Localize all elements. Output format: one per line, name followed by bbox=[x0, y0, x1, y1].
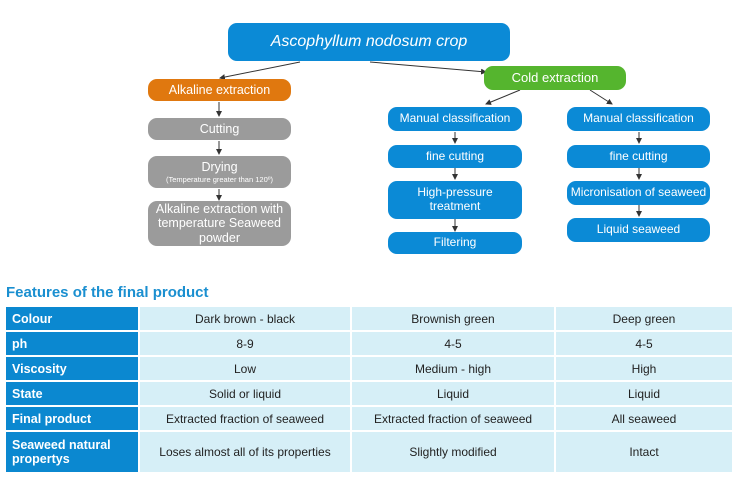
alkaline-title: Alkaline extraction bbox=[168, 82, 271, 97]
table-cell: Slightly modified bbox=[350, 430, 556, 474]
drying-note: (Temperature greater than 120º) bbox=[166, 174, 273, 184]
table-cell: Dark brown - black bbox=[138, 305, 352, 332]
row-header-state: State bbox=[4, 380, 140, 407]
branch-b-step-2: fine cutting bbox=[609, 148, 668, 163]
table-cell: Brownish green bbox=[350, 305, 556, 332]
row-header-final-product: Final product bbox=[4, 405, 140, 432]
branch-b-step-3: Micronisation of seaweed bbox=[570, 185, 707, 200]
table-row: Final product Extracted fraction of seaw… bbox=[4, 405, 734, 432]
features-title: Features of the final product bbox=[6, 284, 209, 301]
table-cell: Solid or liquid bbox=[138, 380, 352, 407]
table-row: Seaweed natural propertys Loses almost a… bbox=[4, 430, 734, 474]
cutting-node: Cutting bbox=[148, 118, 291, 140]
branch-b-fine-cutting: fine cutting bbox=[567, 145, 710, 168]
branch-b-step-1: Manual classification bbox=[583, 111, 694, 126]
table-cell: Extracted fraction of seaweed bbox=[350, 405, 556, 432]
table-cell: High bbox=[554, 355, 734, 382]
row-header-ph: ph bbox=[4, 330, 140, 357]
table-cell: 4-5 bbox=[554, 330, 734, 357]
row-header-colour: Colour bbox=[4, 305, 140, 332]
row-header-natural-properties: Seaweed natural propertys bbox=[4, 430, 140, 474]
branch-b-step-4: Liquid seaweed bbox=[596, 222, 681, 237]
alkaline-powder-node: Alkaline extraction with temperature Sea… bbox=[148, 201, 291, 246]
alkaline-extraction-node: Alkaline extraction bbox=[148, 79, 291, 101]
table-row: ph 8-9 4-5 4-5 bbox=[4, 330, 734, 357]
branch-b-micronisation: Micronisation of seaweed bbox=[567, 181, 710, 205]
table-row: State Solid or liquid Liquid Liquid bbox=[4, 380, 734, 407]
branch-a-step-1: Manual classification bbox=[399, 111, 511, 126]
arrow-cold-to-branch-b bbox=[589, 89, 613, 105]
table-cell: Deep green bbox=[554, 305, 734, 332]
table-cell: Intact bbox=[554, 430, 734, 474]
row-header-viscosity: Viscosity bbox=[4, 355, 140, 382]
cold-extraction-node: Cold extraction bbox=[484, 66, 626, 90]
drying-node: Drying (Temperature greater than 120º) bbox=[148, 156, 291, 188]
branch-a-high-pressure: High-pressure treatment bbox=[388, 181, 522, 219]
table-cell: Low bbox=[138, 355, 352, 382]
drying-label: Drying bbox=[201, 159, 238, 174]
table-cell: Loses almost all of its properties bbox=[138, 430, 352, 474]
table-cell: Liquid bbox=[350, 380, 556, 407]
arrow-root-to-alkaline bbox=[219, 61, 301, 80]
branch-a-manual-classification: Manual classification bbox=[388, 107, 522, 131]
table-cell: 8-9 bbox=[138, 330, 352, 357]
table-row: Viscosity Low Medium - high High bbox=[4, 355, 734, 382]
branch-a-fine-cutting: fine cutting bbox=[388, 145, 522, 168]
table-cell: 4-5 bbox=[350, 330, 556, 357]
cold-title: Cold extraction bbox=[511, 69, 599, 85]
cutting-label: Cutting bbox=[199, 121, 240, 136]
table-cell: Extracted fraction of seaweed bbox=[138, 405, 352, 432]
branch-a-step-4: Filtering bbox=[433, 235, 477, 250]
branch-a-filtering: Filtering bbox=[388, 232, 522, 254]
features-table: Colour Dark brown - black Brownish green… bbox=[4, 305, 734, 474]
table-row: Colour Dark brown - black Brownish green… bbox=[4, 305, 734, 332]
root-label: Ascophyllum nodosum crop bbox=[270, 32, 468, 50]
table-cell: All seaweed bbox=[554, 405, 734, 432]
alkaline-powder-label: Alkaline extraction with temperature Sea… bbox=[155, 201, 284, 245]
arrow-root-to-cold bbox=[369, 61, 487, 75]
branch-a-step-2: fine cutting bbox=[425, 148, 485, 163]
table-cell: Liquid bbox=[554, 380, 734, 407]
root-node: Ascophyllum nodosum crop bbox=[228, 23, 510, 61]
table-cell: Medium - high bbox=[350, 355, 556, 382]
branch-b-liquid-seaweed: Liquid seaweed bbox=[567, 218, 710, 242]
arrow-cold-to-branch-a bbox=[485, 89, 521, 105]
branch-a-step-3: High-pressure treatment bbox=[417, 185, 493, 213]
branch-b-manual-classification: Manual classification bbox=[567, 107, 710, 131]
